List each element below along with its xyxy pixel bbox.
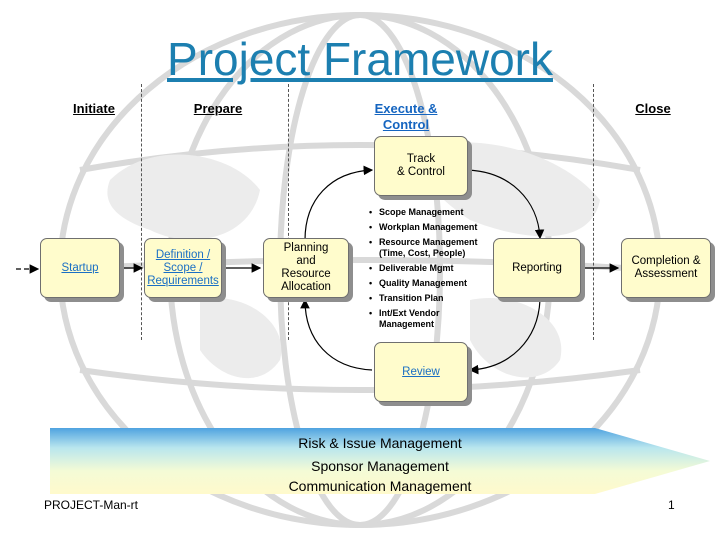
band-line-sponsor: Sponsor Management (311, 458, 449, 474)
box-startup-label: Startup (61, 261, 99, 274)
divider-initiate-prepare (141, 84, 142, 340)
box-track-line1: Track (406, 153, 436, 165)
bullet-item: Workplan Management (364, 222, 494, 233)
arrow-planning-track (304, 165, 374, 241)
phase-execute-control: Execute & Control (368, 101, 444, 133)
phase-execute-line1: Execute & (374, 101, 438, 116)
band-line-communication: Communication Management (288, 478, 472, 494)
box-definition-line1: Definition / (155, 248, 211, 261)
box-definition-line3: Requirements (147, 274, 219, 287)
footer-label: PROJECT-Man-rt (44, 498, 139, 512)
box-planning-line1: Planning (283, 242, 329, 254)
bullet-item: Resource Management (Time, Cost, People) (364, 237, 494, 259)
phase-initiate: Initiate (73, 101, 115, 116)
bullet-item: Transition Plan (364, 293, 494, 304)
box-startup[interactable]: Startup (40, 238, 120, 298)
box-completion: Completion & Assessment (621, 238, 711, 298)
box-reporting: Reporting (493, 238, 581, 298)
bullet-item: Scope Management (364, 207, 494, 218)
box-completion-line2: Assessment (634, 268, 698, 280)
bullet-item: Quality Management (364, 278, 494, 289)
box-planning-line4: Allocation (281, 281, 331, 293)
box-reporting-label: Reporting (512, 261, 562, 274)
box-planning-line2: and (296, 255, 316, 267)
box-review[interactable]: Review (374, 342, 468, 402)
band-line-risk: Risk & Issue Management (298, 435, 462, 451)
management-band (50, 428, 710, 494)
bullet-item: Deliverable Mgmt (364, 263, 494, 274)
box-completion-line1: Completion & (631, 255, 701, 267)
bullet-item: Int/Ext Vendor Management (364, 308, 494, 330)
page-title: Project Framework (167, 33, 553, 85)
arrow-review-planning (300, 298, 373, 371)
box-track-line2: & Control (397, 166, 445, 178)
box-planning-line3: Resource (281, 268, 331, 280)
phase-close: Close (635, 101, 671, 116)
box-review-label: Review (402, 365, 440, 378)
divider-prepare-execute (288, 84, 289, 340)
page-number: 1 (668, 498, 675, 512)
execute-bullet-list: Scope Management Workplan Management Res… (364, 207, 494, 334)
arrow-reporting-review (468, 299, 541, 375)
box-track-control: Track & Control (374, 136, 468, 196)
box-planning: Planning and Resource Allocation (263, 238, 349, 298)
phase-execute-line2: Control (382, 117, 430, 132)
box-definition-line2: Scope / (163, 261, 203, 274)
divider-execute-close (593, 84, 594, 340)
box-definition[interactable]: Definition / Scope / Requirements (144, 238, 222, 298)
arrow-track-reporting (467, 169, 545, 240)
phase-prepare: Prepare (193, 101, 243, 116)
